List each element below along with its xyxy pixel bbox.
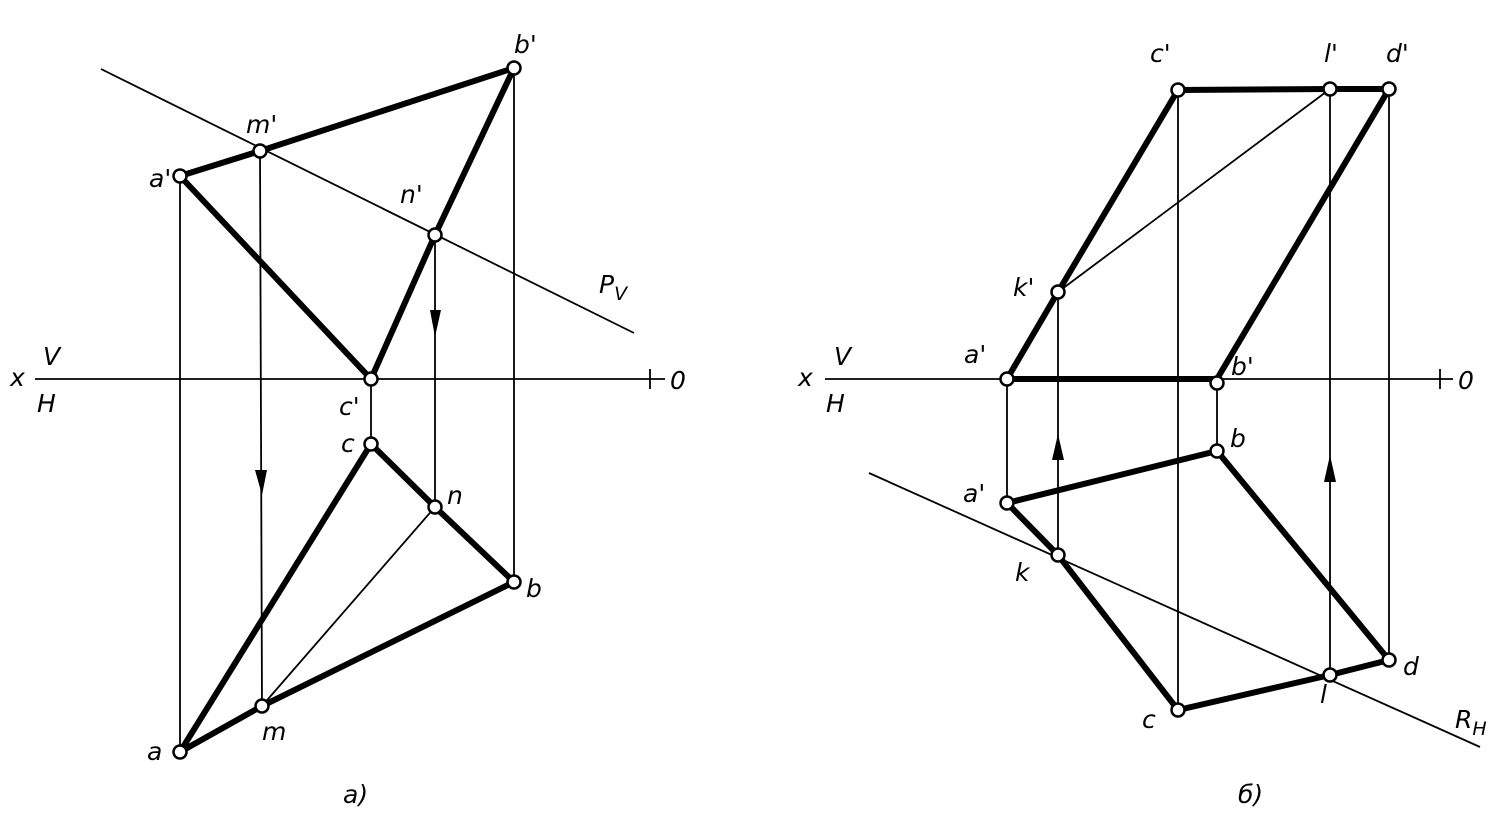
point-b-b [1209, 443, 1225, 459]
point-c-prime-b [1170, 82, 1186, 98]
point-m [254, 698, 270, 714]
figure-b: c' l' d' k' a' b' x V H 0 b a' k d c l R… [797, 39, 1487, 809]
label-pv-sub: V [614, 283, 629, 305]
point-a [172, 744, 188, 760]
label-o: 0 [670, 366, 686, 395]
label-v-b: V [834, 342, 853, 371]
parallelogram-front-view [1004, 86, 1395, 382]
label-a-prime-lower: a' [963, 479, 985, 508]
label-c-prime-b: c' [1150, 39, 1171, 68]
label-m: m [262, 717, 286, 746]
plane-trace-pv [100, 68, 635, 334]
label-a: a [147, 737, 162, 766]
point-l-prime [1322, 81, 1338, 97]
point-b-prime-b [1209, 375, 1225, 391]
label-v: V [43, 342, 62, 371]
label-m-prime: m' [246, 110, 277, 139]
point-n-prime [427, 227, 443, 243]
label-pv-main: P [599, 270, 615, 299]
arrow-down-n [430, 310, 441, 337]
point-a-prime-lower [999, 495, 1015, 511]
label-k: k [1015, 558, 1031, 587]
point-d [1381, 652, 1397, 668]
link-line-m [259, 150, 263, 707]
label-k-prime: k' [1013, 273, 1034, 302]
point-a-prime-axis [999, 371, 1015, 387]
label-n: n [447, 481, 463, 510]
label-x-b: x [797, 363, 813, 392]
label-b-prime-b: b' [1231, 352, 1254, 381]
point-m-prime [252, 143, 268, 159]
label-h: H [37, 389, 56, 418]
label-b-b: b [1230, 424, 1246, 453]
arrow-up-l [1324, 455, 1336, 482]
point-k-prime [1050, 284, 1066, 300]
label-l: l [1320, 680, 1327, 709]
label-pv: PV [599, 270, 629, 305]
point-b [506, 574, 522, 590]
label-x: x [9, 363, 25, 392]
triangle-front-view [177, 62, 520, 385]
caption-a: a) [343, 780, 368, 809]
figure-a: b' m' a' n' PV x V H c' c n b a m 0 a) [9, 30, 686, 809]
point-l [1322, 667, 1338, 683]
label-n-prime: n' [400, 180, 423, 209]
arrow-down-m [255, 470, 267, 495]
label-rh-main: R [1455, 705, 1472, 734]
label-a-prime-axis: a' [964, 340, 986, 369]
label-a-prime: a' [149, 164, 171, 193]
point-k [1050, 547, 1066, 563]
point-c-b [1170, 702, 1186, 718]
point-b-prime [506, 60, 522, 76]
label-b-prime: b' [514, 30, 537, 59]
section-line-mn [261, 506, 436, 707]
label-b: b [526, 574, 542, 603]
label-l-prime: l' [1324, 39, 1338, 68]
section-line-kl [1057, 88, 1331, 293]
plane-trace-rh [868, 472, 1481, 748]
label-c-prime: c' [339, 392, 360, 421]
label-c: c [341, 429, 355, 458]
label-rh-sub: H [1472, 718, 1486, 740]
point-a-prime [172, 168, 188, 184]
point-n [427, 499, 443, 515]
label-o-b: 0 [1458, 366, 1474, 395]
label-d-prime: d' [1386, 39, 1409, 68]
point-c [363, 436, 379, 452]
label-d: d [1403, 652, 1419, 681]
label-rh: RH [1455, 705, 1487, 740]
label-h-b: H [826, 389, 845, 418]
point-d-prime [1381, 81, 1397, 97]
arrow-up-k [1052, 434, 1064, 460]
label-c-b: c [1142, 705, 1156, 734]
triangle-top-view [177, 441, 520, 755]
caption-b: б) [1238, 780, 1263, 809]
point-c-prime [363, 371, 379, 387]
